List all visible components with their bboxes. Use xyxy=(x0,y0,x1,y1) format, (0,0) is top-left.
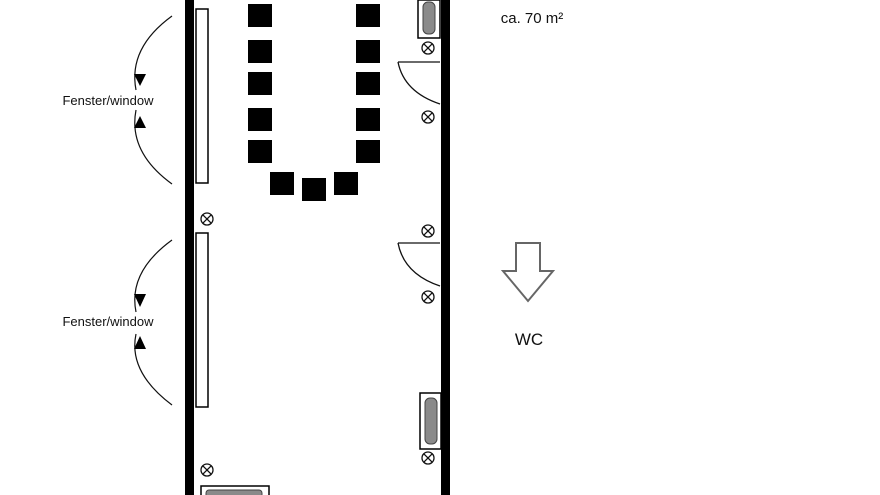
arrow-down-icon xyxy=(134,74,146,86)
chair xyxy=(356,140,380,163)
right-wall xyxy=(441,0,450,495)
wc-label: WC xyxy=(515,330,543,349)
window-lower xyxy=(195,232,209,408)
window-upper xyxy=(195,8,209,184)
window-label-lower: Fenster/window xyxy=(62,314,154,329)
light-fixture-icon xyxy=(421,110,435,124)
chair xyxy=(334,172,358,195)
window-swing-lower xyxy=(134,239,173,406)
chair xyxy=(302,178,326,201)
arrow-up-icon xyxy=(134,336,146,349)
radiator-icon xyxy=(417,0,441,39)
door-swing-icon xyxy=(397,242,441,287)
seating-u-shape xyxy=(248,4,380,201)
chair xyxy=(356,72,380,95)
chair xyxy=(248,108,272,131)
light-fixture-icon xyxy=(200,463,214,477)
chair xyxy=(356,40,380,63)
chair xyxy=(248,40,272,63)
area-label: ca. 70 m² xyxy=(501,10,564,27)
chair xyxy=(356,108,380,131)
chair xyxy=(356,4,380,27)
light-fixture-icon xyxy=(200,212,214,226)
radiator-icon xyxy=(419,392,442,450)
window-label-upper: Fenster/window xyxy=(62,93,154,108)
arrow-down-icon xyxy=(134,294,146,307)
door-swing-icon xyxy=(397,61,441,105)
chair xyxy=(248,72,272,95)
window-swing-upper xyxy=(134,15,173,185)
down-arrow-outline-icon xyxy=(500,242,556,303)
light-fixture-icon xyxy=(421,451,435,465)
arrow-up-icon xyxy=(134,116,146,128)
light-fixture-icon xyxy=(421,41,435,55)
light-fixture-icon xyxy=(421,224,435,238)
chair xyxy=(248,140,272,163)
light-fixture-icon xyxy=(421,290,435,304)
chair xyxy=(270,172,294,195)
radiator-icon xyxy=(200,485,270,495)
chair xyxy=(248,4,272,27)
left-wall xyxy=(185,0,194,495)
